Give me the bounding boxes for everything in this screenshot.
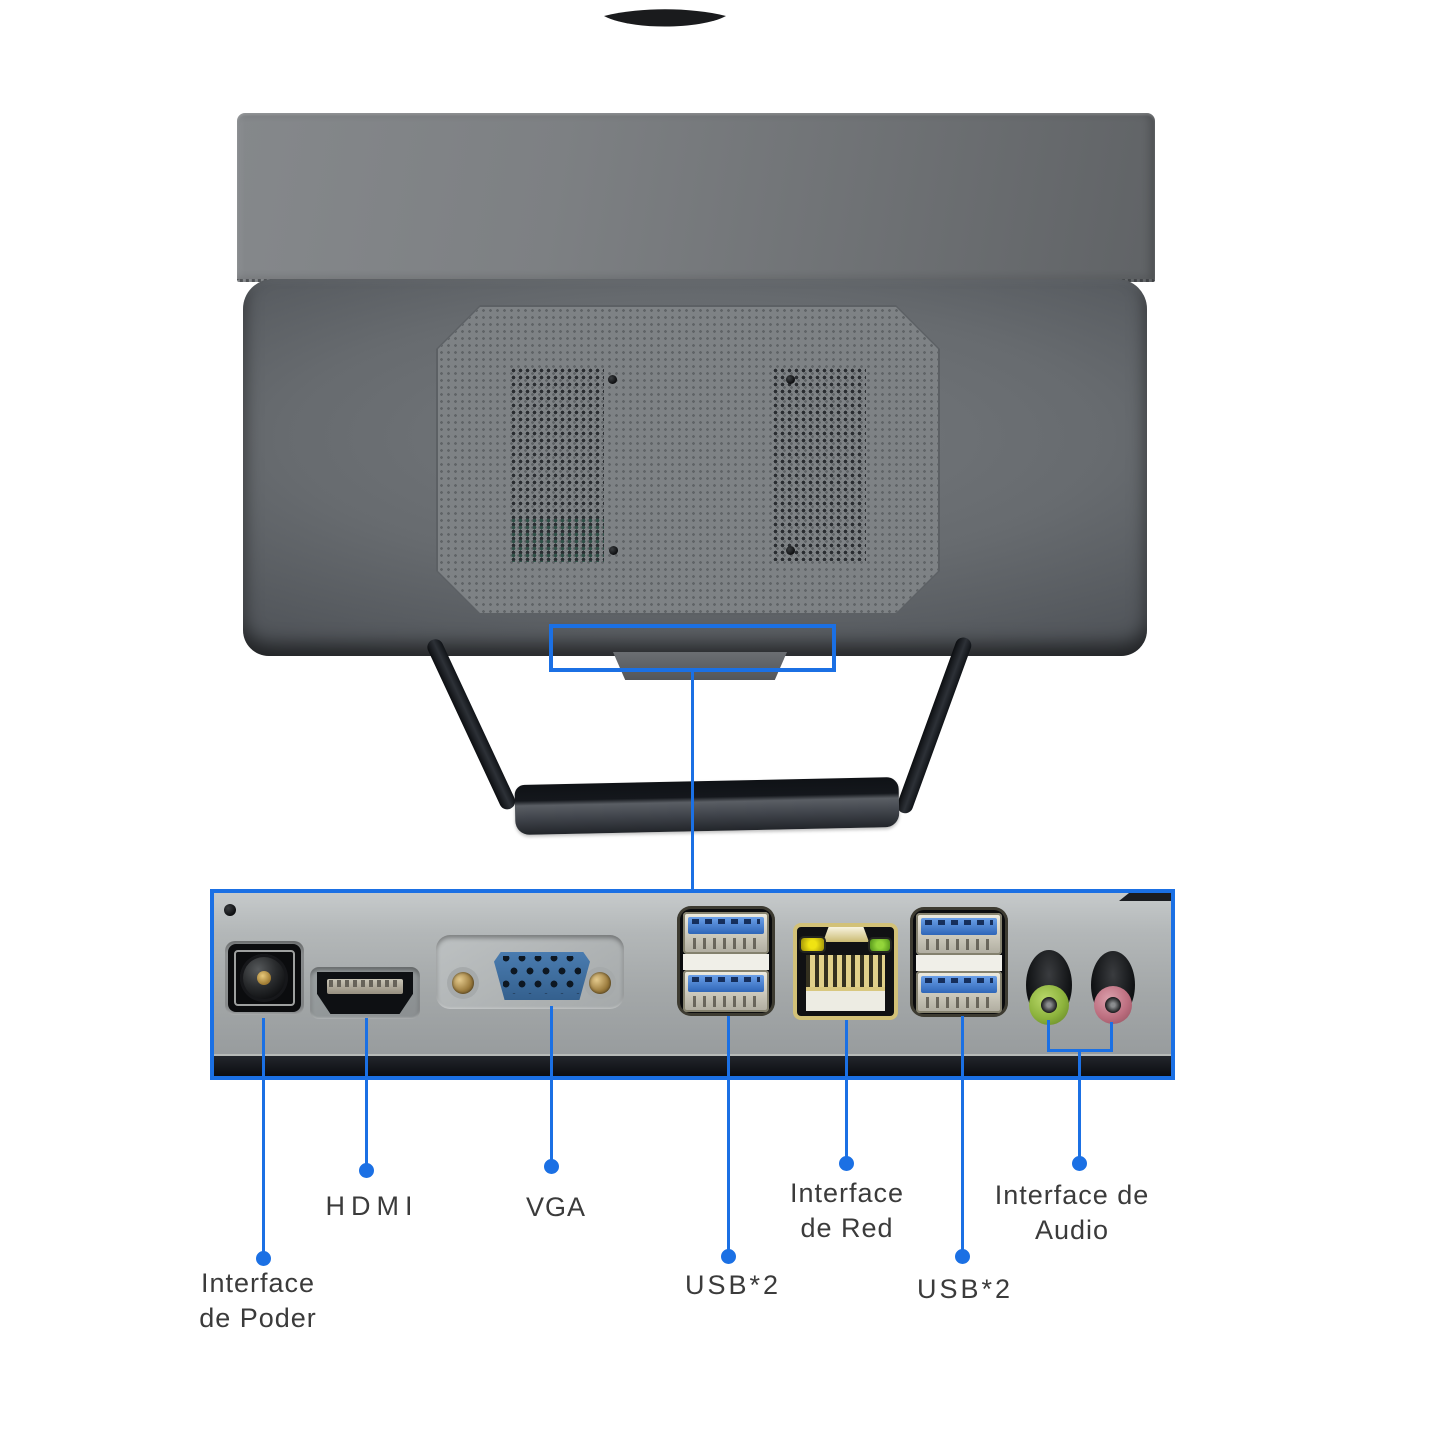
callout-line-hdmi [365, 1018, 368, 1170]
label-network-line2: de Red [800, 1213, 894, 1243]
usb-port [683, 912, 769, 954]
ethernet-cavity [806, 955, 885, 1011]
label-power-line2: de Poder [199, 1303, 317, 1333]
dc-power-jack-icon [228, 944, 301, 1012]
callout-dot-vga [544, 1159, 559, 1174]
ports-highlight-box [549, 624, 836, 672]
hdmi-port-icon [317, 972, 413, 1014]
label-power-line1: Interface [200, 1268, 316, 1298]
callout-dot-audio [1072, 1156, 1087, 1171]
callout-line-network [845, 1020, 848, 1163]
label-network-line1: Interface [789, 1178, 905, 1208]
ethernet-clip-tab [823, 927, 869, 942]
vga-screw-left [452, 972, 474, 994]
ports-highlight-connector [691, 672, 694, 890]
panel-screw-hole [224, 904, 236, 916]
usb-pins [925, 920, 993, 925]
usb-tongue [688, 917, 764, 934]
ethernet-led-green [870, 939, 890, 951]
stand-leg-right [894, 635, 974, 816]
label-audio-line2: Audio [1034, 1215, 1110, 1245]
label-usb-left-text: USB*2 [684, 1270, 782, 1300]
screw-hole [786, 546, 795, 555]
power-jack-outline [234, 950, 295, 1006]
usb-gap [916, 955, 1002, 971]
power-barrel [240, 954, 288, 1002]
power-pin [257, 971, 271, 985]
jack-hole [1105, 997, 1121, 1013]
usb-pins [925, 978, 993, 983]
screw-hole [609, 546, 618, 555]
ethernet-led-yellow [801, 938, 824, 951]
usb-ports-left-icon [677, 906, 775, 1016]
callout-dot-usb-left [721, 1249, 736, 1264]
callout-dot-hdmi [359, 1163, 374, 1178]
callout-dot-network [839, 1156, 854, 1171]
microphone-jack-icon [1094, 986, 1132, 1024]
usb-port [683, 970, 769, 1012]
vga-pin-holes [503, 956, 581, 994]
usb-pins [692, 919, 760, 924]
label-hdmi-text: HDMI [325, 1191, 419, 1221]
vga-screw-right [589, 972, 611, 994]
usb-tongue [688, 975, 764, 992]
panel-notch [1119, 893, 1171, 901]
headphone-jack-icon [1029, 985, 1069, 1025]
label-usb-right-text: USB*2 [916, 1274, 1014, 1304]
speaker-grille-right [772, 367, 866, 561]
hdmi-slot [327, 979, 403, 994]
label-power: Interface de Poder [199, 1266, 317, 1336]
usb-contacts [926, 939, 992, 950]
stand-foot-bar [514, 776, 900, 836]
io-ports-panel [210, 889, 1175, 1080]
usb-port [916, 913, 1002, 955]
callout-line-audio-left [1047, 1020, 1050, 1052]
label-vga-text: VGA [525, 1192, 587, 1222]
label-hdmi: HDMI [326, 1189, 419, 1224]
callout-dot-power [256, 1251, 271, 1266]
usb-tongue [921, 918, 997, 935]
screw-hole [786, 375, 795, 384]
usb-pins [692, 977, 760, 982]
usb-gap [683, 954, 769, 970]
panel-bottom-strip [214, 1054, 1171, 1076]
camera-pod-icon [604, 9, 726, 27]
label-usb-right: USB*2 [917, 1272, 1013, 1307]
usb-contacts [693, 938, 759, 949]
usb-tongue [921, 976, 997, 993]
callout-line-audio-right [1110, 1022, 1113, 1052]
usb-port [916, 971, 1002, 1013]
speaker-grille-left-tint [510, 517, 604, 562]
usb-contacts [693, 996, 759, 1007]
usb-ports-right-icon [910, 907, 1008, 1017]
monitor-upper-back [237, 113, 1155, 282]
callout-dot-usb-right [955, 1249, 970, 1264]
label-network: Interface de Red [790, 1176, 904, 1246]
stand-leg-left [424, 636, 518, 812]
callout-line-vga [550, 1006, 553, 1166]
label-usb-left: USB*2 [685, 1268, 781, 1303]
jack-hole [1041, 997, 1057, 1013]
ethernet-port-icon [793, 923, 898, 1020]
label-audio: Interface de Audio [995, 1178, 1150, 1248]
callout-stem-audio [1078, 1049, 1081, 1163]
callout-line-usb-right [961, 1016, 964, 1256]
ethernet-pins [806, 955, 885, 988]
callout-line-power [262, 1018, 265, 1258]
callout-line-usb-left [727, 1016, 730, 1256]
stand-hinge-cover [613, 652, 787, 680]
ethernet-base [806, 991, 885, 1011]
label-audio-line1: Interface de [994, 1180, 1150, 1210]
label-vga: VGA [526, 1190, 586, 1225]
screw-hole [608, 375, 617, 384]
usb-contacts [926, 997, 992, 1008]
vga-port-icon [494, 952, 590, 1000]
hdmi-pins [329, 980, 401, 987]
